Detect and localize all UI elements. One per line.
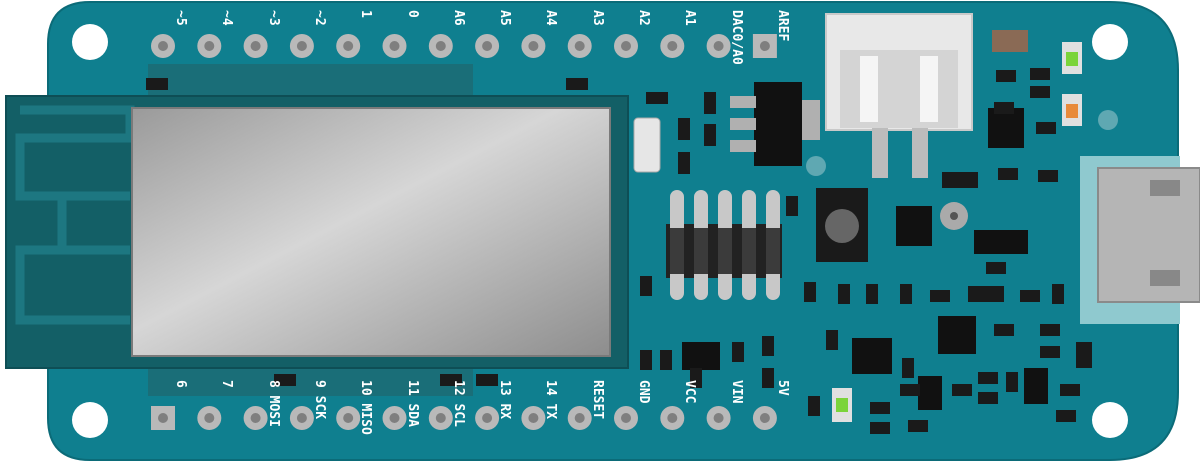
top-pin-pad-hole [667, 41, 678, 51]
bottom-pin-pad-hole [296, 413, 307, 423]
bottom-pin-label: 8 MOSI [265, 380, 281, 427]
regulator-tab [802, 100, 820, 140]
top-pin-label: 1 [358, 10, 374, 18]
mounting-hole-top-left [72, 24, 108, 60]
led-builtin-green-lens [836, 398, 848, 412]
bottom-pin-pad-hole [389, 413, 400, 423]
top-pin-pad-hole [574, 41, 585, 51]
top-header-pins [151, 34, 777, 58]
test-point-1 [1098, 110, 1118, 130]
top-pin-pad-hole [621, 41, 631, 51]
bottom-pin-pad-hole [574, 413, 585, 423]
micro-usb-connector[interactable] [1097, 167, 1200, 303]
led-charge-orange-lens [1066, 104, 1078, 118]
crystal [633, 117, 661, 173]
ic-5 [852, 338, 892, 374]
smd-passives [146, 68, 1092, 434]
top-pin-label: ~3 [265, 10, 281, 26]
top-pin-label: ~5 [173, 10, 188, 26]
top-pin-pad-hole [296, 41, 307, 51]
ic-3 [974, 230, 1028, 254]
bottom-pin-label: RESET [589, 380, 605, 420]
bottom-pin-label: 14 TX [543, 380, 559, 420]
jst-lead-2 [912, 128, 928, 178]
bottom-pin-pad-hole [204, 413, 215, 423]
top-pin-label: ~4 [219, 10, 235, 26]
mounting-hole-bottom-right [1092, 402, 1128, 438]
mounting-hole-bottom-left [72, 402, 108, 438]
top-pin-label: DAC0/A0 [728, 10, 744, 65]
top-pin-pad-hole [204, 41, 215, 51]
ic-2 [896, 206, 932, 246]
top-pin-label: A6 [450, 10, 466, 26]
voltage-regulator-chip [754, 82, 802, 166]
top-pin-pad-hole [759, 41, 770, 51]
test-point-2 [806, 156, 826, 176]
bottom-pin-label: GND [636, 380, 651, 404]
bottom-pin-pad-hole [158, 413, 168, 423]
top-pin-pad-hole [158, 41, 168, 51]
ic-4 [938, 316, 976, 354]
bottom-pin-label: 10 MISO [358, 380, 374, 435]
jst-lead-1 [872, 128, 888, 178]
regulator-lead-3 [730, 140, 756, 152]
bottom-pin-label: 7 [219, 380, 235, 388]
reset-button-cap[interactable] [825, 209, 859, 243]
top-pin-label: AREF [774, 10, 790, 42]
led-power-green-lens [1066, 52, 1078, 66]
antenna-trace [15, 105, 135, 325]
rf-shield [131, 107, 611, 357]
top-pin-pad-hole [713, 41, 724, 51]
bottom-pin-pad-hole [435, 413, 446, 423]
top-pin-pad-hole [389, 41, 400, 51]
jst-pin-2 [920, 56, 938, 122]
top-pin-pad-hole [435, 41, 446, 51]
round-component-center [950, 212, 958, 220]
top-pin-label: A4 [543, 10, 559, 26]
icsp-header [666, 190, 782, 300]
mounting-hole-top-right [1092, 24, 1128, 60]
bottom-pin-pad-hole [759, 413, 770, 423]
bottom-pin-label: 5V [774, 380, 790, 396]
top-pin-label: 0 [404, 10, 420, 18]
top-pin-pad-hole [482, 41, 493, 51]
jst-connector-inner [840, 50, 958, 128]
capacitor-brown [992, 30, 1028, 52]
bottom-pin-pad-hole [713, 413, 724, 423]
top-pin-label: A5 [497, 10, 513, 26]
ic-1 [988, 108, 1024, 148]
bottom-pin-pad-hole [667, 413, 678, 423]
bottom-pin-pad-hole [343, 413, 354, 423]
top-pin-label: A2 [636, 10, 651, 26]
usb-slot-top [1150, 180, 1180, 196]
bottom-pin-pad-hole [621, 413, 631, 423]
top-pin-pad-hole [250, 41, 261, 51]
bottom-pin-label: 6 [173, 380, 188, 388]
bottom-pin-label: 9 SCK [311, 380, 327, 420]
usb-slot-bottom [1150, 270, 1180, 286]
bottom-pin-label: 12 SCL [450, 380, 466, 427]
bottom-pin-label: VCC [682, 380, 698, 404]
ic-7 [918, 376, 942, 410]
top-pin-label: A1 [682, 10, 698, 26]
bottom-pin-label: 11 SDA [404, 380, 420, 427]
bottom-pin-pad-hole [250, 413, 261, 423]
jst-pin-1 [860, 56, 878, 122]
top-pin-pad-hole [528, 41, 539, 51]
bottom-pin-pad-hole [528, 413, 539, 423]
ic-8 [1024, 368, 1048, 404]
bottom-pin-pad-hole [482, 413, 493, 423]
bottom-pin-label: VIN [728, 380, 744, 404]
radio-module-base [148, 64, 473, 98]
top-pin-pad-hole [343, 41, 354, 51]
regulator-lead-2 [730, 118, 756, 130]
regulator-lead-1 [730, 96, 756, 108]
top-pin-label: ~2 [311, 10, 327, 26]
ic-6 [682, 342, 720, 370]
bottom-pin-label: 13 RX [497, 380, 513, 420]
bottom-header-pins [151, 406, 777, 430]
top-pin-label: A3 [589, 10, 605, 26]
